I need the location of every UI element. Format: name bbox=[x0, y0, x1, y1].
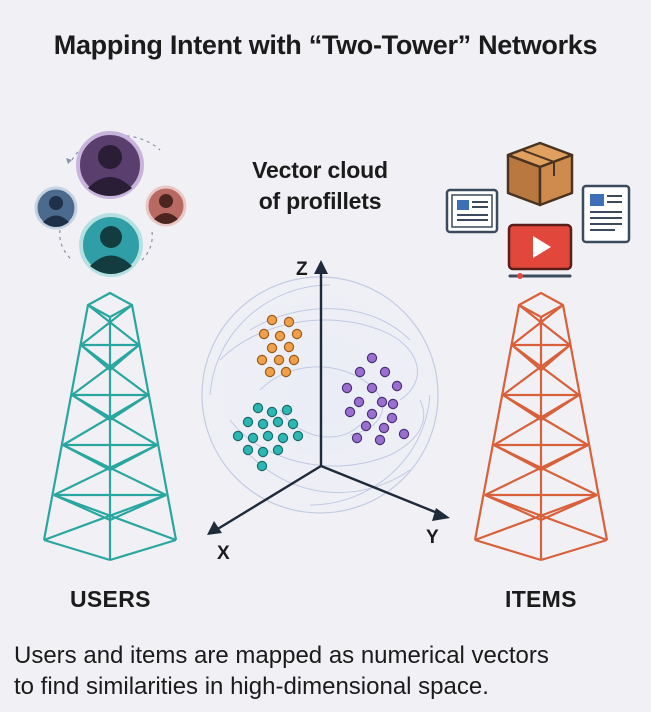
vector-point bbox=[283, 316, 295, 328]
user-avatar-icon bbox=[76, 131, 144, 199]
vector-point bbox=[366, 352, 378, 364]
vector-point bbox=[266, 314, 278, 326]
vector-point bbox=[378, 422, 390, 434]
user-avatars-group bbox=[34, 131, 187, 277]
document-icon bbox=[581, 184, 631, 244]
vector-point bbox=[272, 416, 284, 428]
vector-cloud bbox=[201, 260, 450, 535]
vector-cloud-label: Vector cloud of profillets bbox=[200, 155, 440, 217]
vector-point bbox=[256, 354, 268, 366]
teal-cluster bbox=[232, 402, 304, 472]
vector-point bbox=[292, 430, 304, 442]
data-point-clusters bbox=[232, 314, 410, 472]
item-icons-group bbox=[445, 141, 631, 279]
vector-cloud-label-line1: Vector cloud bbox=[252, 157, 388, 183]
vector-point bbox=[257, 446, 269, 458]
users-tower-label: USERS bbox=[70, 586, 151, 612]
z-axis-arrow-icon bbox=[314, 260, 328, 274]
y-axis-label: Y bbox=[426, 527, 439, 548]
vector-point bbox=[283, 341, 295, 353]
x-axis bbox=[215, 464, 322, 532]
y-axis bbox=[320, 464, 441, 516]
vector-point bbox=[291, 328, 303, 340]
vector-point bbox=[288, 354, 300, 366]
vector-point bbox=[247, 432, 259, 444]
user-avatar-icon bbox=[79, 213, 143, 277]
items-tower bbox=[473, 291, 609, 562]
vector-point bbox=[386, 412, 398, 424]
vector-point bbox=[341, 382, 353, 394]
video-play-icon bbox=[507, 223, 573, 279]
z-axis-label: Z bbox=[296, 259, 308, 280]
vector-point bbox=[354, 366, 366, 378]
vector-point bbox=[252, 402, 264, 414]
y-axis-arrow-icon bbox=[432, 508, 450, 521]
vector-point bbox=[232, 430, 244, 442]
vector-point bbox=[374, 434, 386, 446]
vector-point bbox=[281, 404, 293, 416]
vector-point bbox=[351, 432, 363, 444]
vector-point bbox=[287, 418, 299, 430]
vector-point bbox=[257, 418, 269, 430]
vector-point bbox=[262, 430, 274, 442]
vector-cloud-label-line2: of profillets bbox=[258, 188, 382, 214]
orbit-arc bbox=[139, 231, 153, 263]
vector-point bbox=[353, 396, 365, 408]
vector-point bbox=[366, 382, 378, 394]
caption-line2: to find similarities in high-dimensional… bbox=[14, 673, 489, 700]
caption-line1: Users and items are mapped as numerical … bbox=[14, 642, 549, 669]
vector-point bbox=[376, 396, 388, 408]
purple-cluster bbox=[341, 352, 410, 446]
tower-top bbox=[86, 291, 134, 319]
vector-point bbox=[272, 444, 284, 456]
vector-point bbox=[280, 366, 292, 378]
page-title: Mapping Intent with “Two-Tower” Networks bbox=[53, 30, 598, 60]
vector-point bbox=[391, 380, 403, 392]
user-avatar-icon bbox=[34, 186, 78, 230]
x-axis-label: X bbox=[217, 543, 230, 564]
vector-point bbox=[258, 328, 270, 340]
vector-point bbox=[242, 444, 254, 456]
orbit-arc bbox=[59, 229, 73, 261]
orbit-arrow-icon bbox=[66, 158, 72, 164]
news-article-icon bbox=[445, 188, 499, 234]
items-tower-label: ITEMS bbox=[505, 586, 577, 612]
coordinate-axes bbox=[207, 260, 450, 535]
x-axis-arrow-icon bbox=[207, 521, 222, 535]
vector-point bbox=[256, 460, 268, 472]
vector-point bbox=[242, 416, 254, 428]
vector-point bbox=[360, 420, 372, 432]
vector-point bbox=[398, 428, 410, 440]
vector-point bbox=[264, 366, 276, 378]
vector-point bbox=[274, 330, 286, 342]
vector-point bbox=[277, 432, 289, 444]
orange-cluster bbox=[256, 314, 303, 378]
vector-point bbox=[266, 406, 278, 418]
caption: Users and items are mapped as numerical … bbox=[14, 640, 644, 702]
vector-point bbox=[344, 406, 356, 418]
vector-point bbox=[273, 354, 285, 366]
vector-point bbox=[266, 342, 278, 354]
user-avatar-icon bbox=[145, 185, 187, 227]
users-tower bbox=[42, 291, 178, 562]
vector-point bbox=[379, 366, 391, 378]
vector-point bbox=[387, 398, 399, 410]
tower-top bbox=[517, 291, 565, 319]
vector-point bbox=[366, 408, 378, 420]
package-box-icon bbox=[506, 141, 574, 207]
